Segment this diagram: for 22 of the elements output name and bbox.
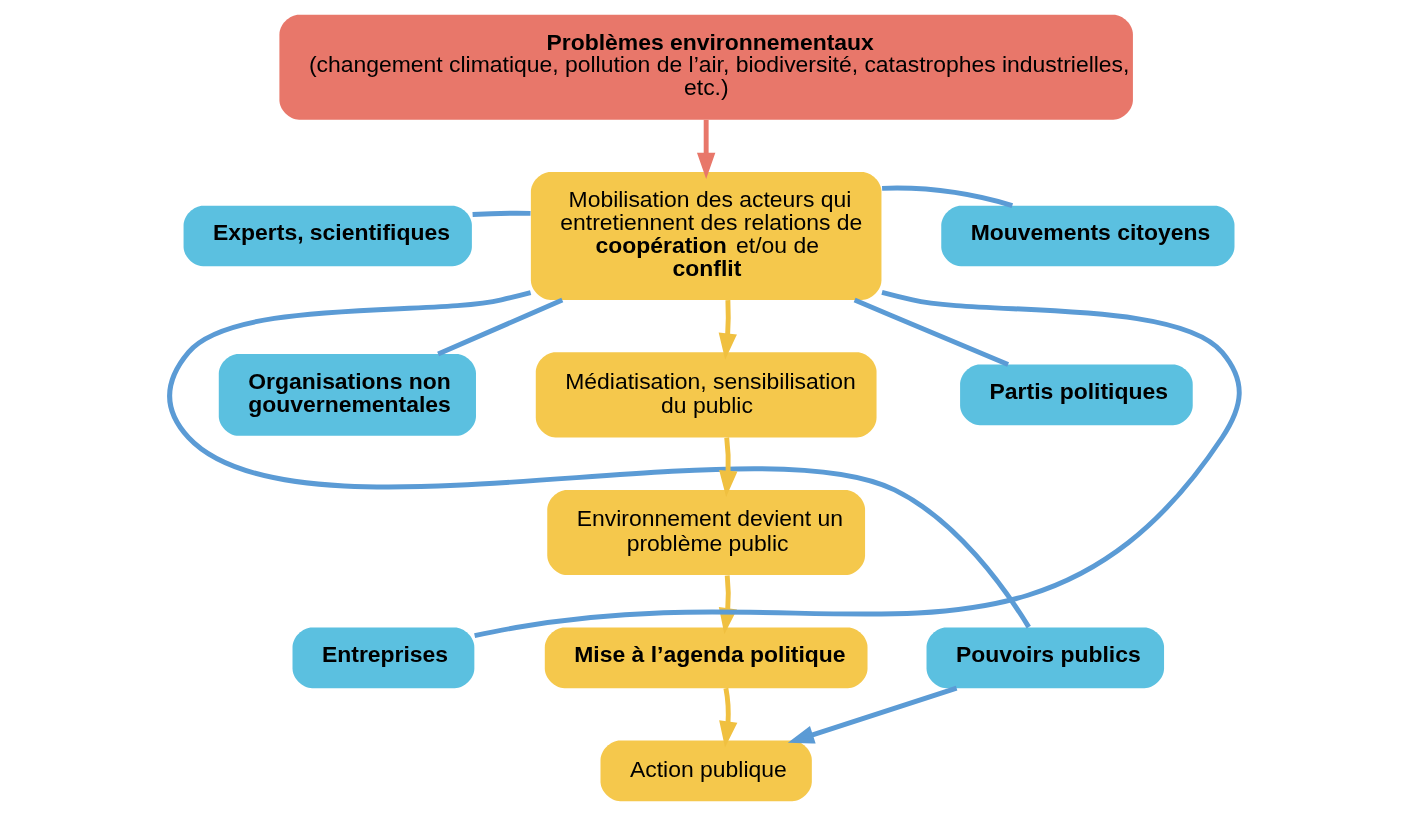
node-box: Mouvements citoyens xyxy=(940,205,1234,267)
node-box: Problèmes environnementaux (changement climatique, pollution de l’air, biodiversité, catastrophes industrielles, etc.) xyxy=(278,14,1133,120)
arrow xyxy=(696,119,715,179)
connector xyxy=(881,185,1013,208)
arrow xyxy=(787,685,957,744)
node-box: Experts, scientifiques xyxy=(183,205,472,267)
node-box: Mobilisation des acteurs qui entretiennent des relations de coopération et/ou de conflit xyxy=(530,172,881,300)
arrow xyxy=(718,299,737,360)
connector xyxy=(436,297,563,357)
node-box: Pouvoirs publics xyxy=(926,627,1164,689)
node-box: Environnement devient un problème public xyxy=(546,489,865,576)
arrow xyxy=(718,437,737,498)
node-box: Médiatisation, sensibilisation du public xyxy=(535,352,877,438)
node-box: Entreprises xyxy=(292,627,474,689)
node-box: Mise à l’agenda politique xyxy=(544,627,868,689)
connector xyxy=(166,290,1031,629)
node-box: Organisations non gouvernementales xyxy=(218,353,476,436)
node-box: Partis politiques xyxy=(959,364,1193,426)
arrow xyxy=(718,687,737,748)
connector xyxy=(471,210,531,217)
node-box: Action publique xyxy=(600,740,812,802)
connector xyxy=(853,297,1009,367)
